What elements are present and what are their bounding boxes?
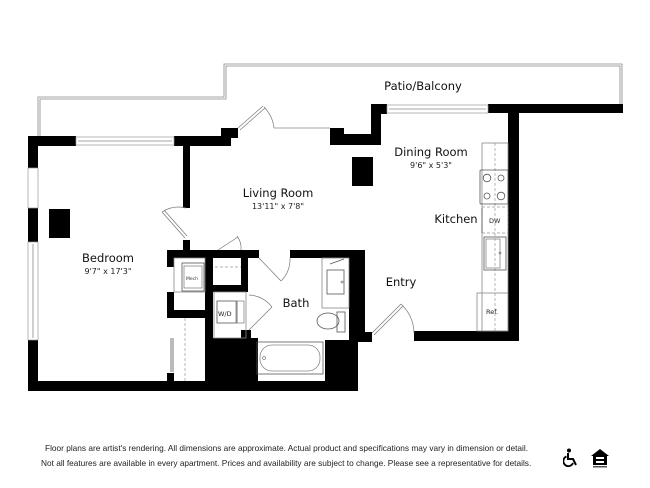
dining-room-dimensions: 9'6" x 5'3" <box>410 161 452 170</box>
toilet-icon <box>316 311 346 333</box>
mech-label: Mech <box>186 276 198 282</box>
refrigerator-label: Ref. <box>486 308 498 316</box>
stove-icon <box>479 169 509 205</box>
bathtub-icon <box>256 341 324 375</box>
dishwasher-label: DW <box>489 217 501 225</box>
disclaimer-line-2: Not all features are available in every … <box>41 458 532 468</box>
accessibility-icon <box>562 448 577 468</box>
patio-label: Patio/Balcony <box>384 79 462 93</box>
living-room-label: Living Room <box>243 186 314 200</box>
bedroom-dimensions: 9'7" x 17'3" <box>84 267 131 276</box>
kitchen-counter: DW Ref. <box>476 142 509 332</box>
entry-label: Entry <box>386 275 417 289</box>
equal-housing-icon <box>591 449 609 468</box>
kitchen-label: Kitchen <box>434 212 477 226</box>
disclaimer-line-1: Floor plans are artist's rendering. All … <box>45 443 529 453</box>
doors <box>161 105 415 381</box>
patio-outline <box>37 63 623 136</box>
bedroom-label: Bedroom <box>82 251 134 265</box>
column <box>352 157 373 186</box>
washer-dryer: W/D <box>213 291 247 339</box>
dining-room-label: Dining Room <box>394 145 468 159</box>
kitchen-sink-icon <box>483 236 507 271</box>
living-room-dimensions: 13'11" x 7'8" <box>252 202 304 211</box>
windows <box>27 104 489 341</box>
washer-dryer-label: W/D <box>218 310 232 318</box>
bath-vanity-icon <box>321 257 350 309</box>
compliance-icons <box>562 448 613 468</box>
bath-label: Bath <box>283 296 310 310</box>
column <box>49 209 70 238</box>
floor-plan: DW Ref. Mech W/D <box>27 63 623 391</box>
walls <box>28 104 623 391</box>
mech-unit: Mech <box>173 257 206 293</box>
